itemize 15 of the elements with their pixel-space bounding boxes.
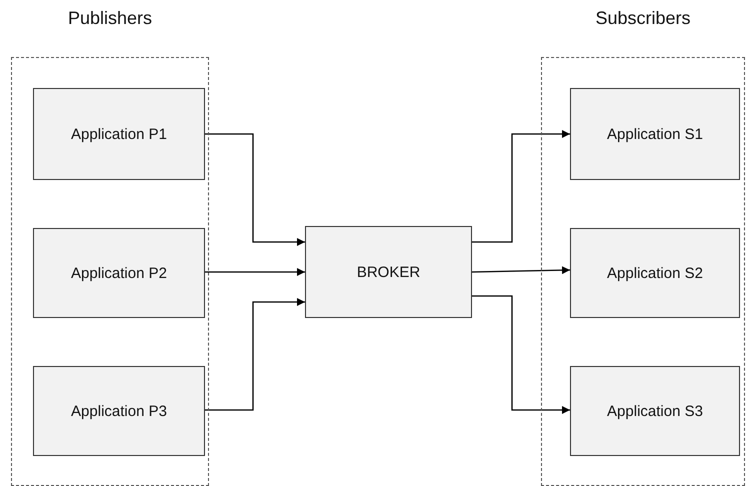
arrow: [472, 130, 570, 243]
application-box: Application P3: [33, 366, 205, 456]
group-heading: Publishers: [66, 8, 154, 29]
group-heading: Subscribers: [594, 8, 692, 29]
application-box: Application S3: [570, 366, 740, 456]
arrow: [205, 268, 305, 276]
application-box: BROKER: [305, 226, 472, 318]
arrow: [472, 295, 570, 414]
arrow: [205, 298, 305, 411]
arrow: [472, 266, 570, 274]
application-box: Application P1: [33, 88, 205, 180]
arrow: [205, 133, 305, 246]
application-box: Application S2: [570, 228, 740, 318]
application-box: Application P2: [33, 228, 205, 318]
application-box: Application S1: [570, 88, 740, 180]
